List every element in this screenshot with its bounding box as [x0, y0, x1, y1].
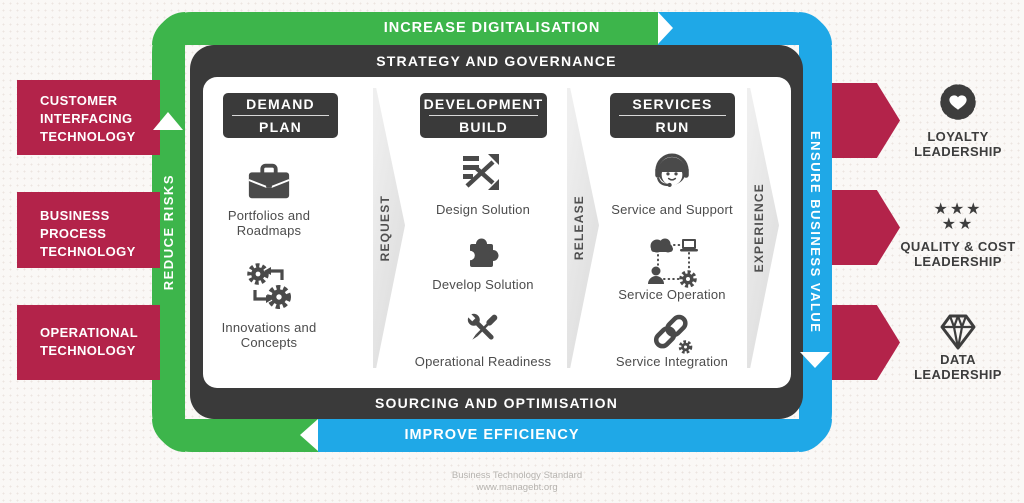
footer-line1: Business Technology Standard	[451, 470, 583, 481]
service-support-label: Service and Support	[611, 202, 733, 217]
crossed-tools-icon	[461, 307, 505, 351]
puzzle-icon	[461, 229, 505, 273]
reduce-risks-label: REDUCE RISKS	[161, 173, 176, 291]
development-build-header: DEVELOPMENT BUILD	[420, 93, 547, 138]
release-label: RELEASE	[572, 195, 586, 261]
design-solution-label: Design Solution	[435, 202, 531, 217]
gears-cycle-icon	[245, 262, 293, 310]
briefcase-icon	[246, 160, 292, 202]
header-divider	[619, 115, 726, 116]
development-title: DEVELOPMENT	[423, 96, 544, 112]
operational-readiness-label: Operational Readiness	[414, 354, 552, 369]
services-run-header: SERVICES RUN	[610, 93, 735, 138]
headset-agent-icon	[649, 149, 695, 195]
header-divider	[232, 115, 329, 116]
up-arrow-icon	[153, 112, 183, 130]
service-integration-label: Service Integration	[615, 354, 729, 369]
connected-devices-icon	[644, 233, 700, 289]
develop-solution-label: Develop Solution	[432, 277, 534, 292]
improve-efficiency-label: IMPROVE EFFICIENCY	[404, 427, 580, 443]
five-stars-icon: ★★★★★	[933, 201, 983, 233]
demand-title: DEMAND	[246, 96, 315, 112]
strategy-governance-label: STRATEGY AND GOVERNANCE	[376, 53, 617, 69]
ensure-business-value-band	[799, 12, 832, 452]
plan-subtitle: PLAN	[259, 119, 302, 135]
demand-plan-header: DEMAND PLAN	[223, 93, 338, 138]
header-divider	[429, 115, 538, 116]
services-title: SERVICES	[632, 96, 713, 112]
increase-digitalisation-bar-green	[152, 12, 658, 45]
left-chevron-icon	[300, 419, 318, 451]
request-label: REQUEST	[378, 194, 392, 262]
footer-credit: Business Technology Standard www.manageb…	[367, 470, 667, 494]
footer-line2: www.managebt.org	[476, 482, 558, 493]
chain-link-icon	[649, 310, 695, 356]
right-chevron-icon	[658, 12, 673, 44]
badge-heart-icon	[935, 80, 981, 126]
ensure-business-value-label: ENSURE BUSINESS VALUE	[808, 130, 823, 334]
run-subtitle: RUN	[655, 119, 690, 135]
build-subtitle: BUILD	[459, 119, 508, 135]
experience-label: EXPERIENCE	[752, 183, 766, 273]
improve-efficiency-bar-green	[152, 419, 318, 452]
service-operation-label: Service Operation	[618, 287, 726, 302]
design-arrows-icon	[463, 154, 503, 190]
sourcing-optimisation-label: SOURCING AND OPTIMISATION	[374, 395, 619, 411]
increase-digitalisation-label: INCREASE DIGITALISATION	[383, 20, 601, 36]
improve-efficiency-bar-blue	[318, 419, 832, 452]
diamond-icon	[934, 311, 982, 353]
down-arrow-icon	[800, 352, 830, 368]
